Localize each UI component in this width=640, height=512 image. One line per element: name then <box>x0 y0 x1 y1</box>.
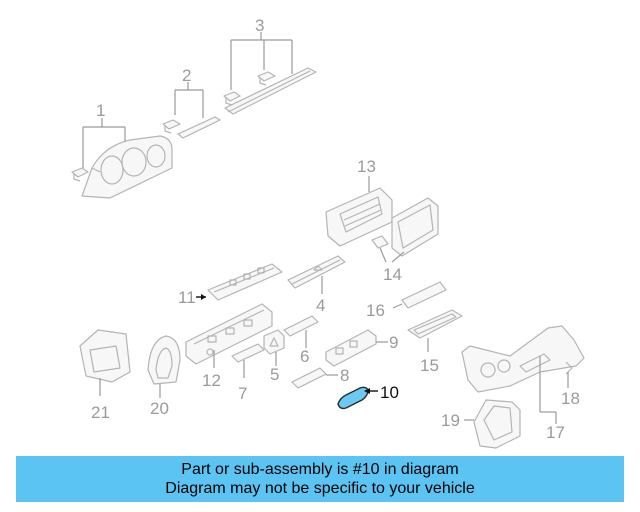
callout-18: 18 <box>561 389 580 408</box>
side-panel-21 <box>79 329 131 383</box>
part-7-group <box>231 343 265 378</box>
part-3-group <box>223 32 317 115</box>
callout-20: 20 <box>150 399 169 418</box>
info-banner: Part or sub-assembly is #10 in diagram D… <box>16 456 624 502</box>
callout-7: 7 <box>238 384 247 403</box>
callout-4: 4 <box>316 296 325 315</box>
part-12-group <box>185 303 273 368</box>
parts-diagram: 3 2 1 13 14 <box>71 16 585 449</box>
display-panel <box>391 197 439 257</box>
cluster-bezel <box>81 135 173 199</box>
part-5-group <box>263 329 285 366</box>
part-20-group <box>147 335 181 398</box>
part-14-group <box>371 197 439 263</box>
callout-21: 21 <box>91 403 110 422</box>
knee-panel-20 <box>147 335 181 385</box>
part-1-group <box>71 118 173 199</box>
callout-2: 2 <box>182 66 191 85</box>
part-9-group <box>325 329 388 367</box>
callout-6: 6 <box>300 347 309 366</box>
clip-2 <box>162 119 181 130</box>
callout-12: 12 <box>202 371 221 390</box>
part-6-group <box>283 315 319 348</box>
part-10-group[interactable] <box>337 386 378 410</box>
callout-15: 15 <box>420 356 439 375</box>
trim-6 <box>283 315 319 337</box>
glove-box-19 <box>473 399 521 449</box>
part-8-group <box>291 367 338 389</box>
clip-3a <box>223 91 241 102</box>
switch-panel-9 <box>325 329 377 367</box>
callout-14: 14 <box>383 265 402 284</box>
part-16-group <box>392 281 447 309</box>
part-21-group <box>79 329 131 396</box>
part-17-group <box>461 325 585 424</box>
clip-1 <box>71 167 89 178</box>
blank-cover-7 <box>231 343 265 363</box>
callout-8: 8 <box>340 366 349 385</box>
callout-5: 5 <box>270 365 279 384</box>
clip-3b <box>257 71 276 82</box>
part-19-group <box>464 399 521 449</box>
trim-8 <box>291 367 327 389</box>
banner-line-1: Part or sub-assembly is #10 in diagram <box>181 461 459 478</box>
callout-10: 10 <box>380 383 399 402</box>
callout-17: 17 <box>546 423 565 442</box>
part-4-group <box>287 255 346 294</box>
callout-1: 1 <box>96 101 105 120</box>
trim-strip-2 <box>177 116 221 139</box>
callout-16: 16 <box>366 301 385 320</box>
part-15-group <box>407 309 463 352</box>
display-bracket <box>371 235 389 249</box>
callout-3: 3 <box>255 16 264 35</box>
part-2-group <box>162 82 221 139</box>
callout-11: 11 <box>178 288 196 307</box>
callout-13: 13 <box>357 157 376 176</box>
part-18-group <box>565 361 573 388</box>
pad-16 <box>401 281 447 309</box>
highlighted-part-10[interactable] <box>337 386 369 410</box>
banner-line-2: Diagram may not be specific to your vehi… <box>165 480 475 497</box>
callout-19: 19 <box>441 411 460 430</box>
callout-9: 9 <box>389 333 398 352</box>
pad-15 <box>407 309 463 339</box>
hazard-switch <box>263 329 285 355</box>
part-11-group <box>196 263 283 301</box>
instrument-panel-17 <box>461 325 585 393</box>
